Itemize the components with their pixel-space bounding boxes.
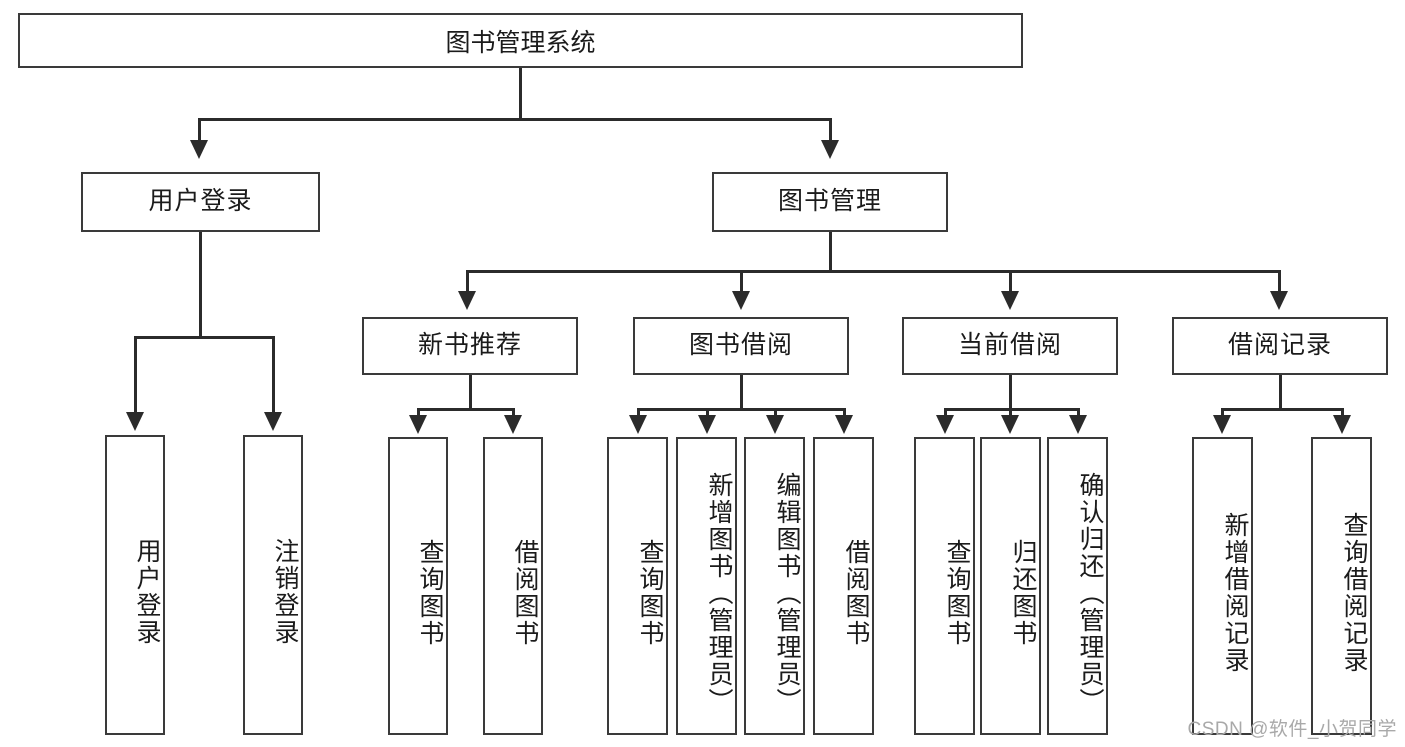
connector-record-drop-1 <box>1221 408 1224 418</box>
node-label: 确认归还（管理员） <box>1076 471 1104 715</box>
connector-recommend-bar <box>417 408 513 411</box>
node-label: 借阅图书 <box>842 539 870 647</box>
node-label: 图书借阅 <box>688 331 793 360</box>
node-label: 借阅记录 <box>1227 331 1332 360</box>
leaf-current-confirm-return-admin[interactable]: 确认归还（管理员） <box>1047 437 1108 735</box>
arrow-borrow-leaf-3 <box>766 415 784 434</box>
connector-login-bar <box>134 336 274 339</box>
node-label: 借阅图书 <box>511 539 539 647</box>
connector-manage-drop-1 <box>466 270 469 294</box>
leaf-borrow-query-book[interactable]: 查询图书 <box>607 437 668 735</box>
connector-borrow-drop-3 <box>774 408 777 418</box>
connector-manage-stem <box>829 232 832 270</box>
node-current-borrow[interactable]: 当前借阅 <box>902 317 1118 375</box>
leaf-borrow-borrow-book[interactable]: 借阅图书 <box>813 437 874 735</box>
node-label: 图书管理系统 <box>445 28 596 57</box>
node-label: 注销登录 <box>271 538 299 646</box>
connector-login-stem <box>199 232 202 336</box>
node-label: 图书管理 <box>777 187 882 216</box>
arrow-login-leaf-2 <box>264 412 282 431</box>
node-book-management[interactable]: 图书管理 <box>712 172 948 232</box>
connector-borrow-drop-1 <box>637 408 640 418</box>
arrow-borrow-leaf-4 <box>835 415 853 434</box>
leaf-recommend-query-book[interactable]: 查询图书 <box>388 437 448 735</box>
arrow-recommend-leaf-1 <box>409 415 427 434</box>
leaf-borrow-add-book-admin[interactable]: 新增图书（管理员） <box>676 437 737 735</box>
connector-borrow-bar <box>637 408 844 411</box>
node-label: 新书推荐 <box>417 331 522 360</box>
node-root-system[interactable]: 图书管理系统 <box>18 13 1023 68</box>
node-user-login[interactable]: 用户登录 <box>81 172 320 232</box>
arrow-borrow-leaf-2 <box>698 415 716 434</box>
node-label: 归还图书 <box>1009 539 1037 647</box>
connector-current-drop-3 <box>1077 408 1080 418</box>
node-label: 用户登录 <box>148 187 253 216</box>
node-borrow-record[interactable]: 借阅记录 <box>1172 317 1388 375</box>
leaf-current-return-book[interactable]: 归还图书 <box>980 437 1041 735</box>
arrow-manage-branch-4 <box>1270 291 1288 310</box>
node-new-book-recommend[interactable]: 新书推荐 <box>362 317 578 375</box>
arrow-root-to-login <box>190 140 208 159</box>
connector-login-drop-1 <box>134 336 137 416</box>
node-label: 新增图书（管理员） <box>705 471 733 715</box>
connector-recommend-drop-2 <box>512 408 515 418</box>
arrow-manage-branch-3 <box>1001 291 1019 310</box>
connector-root-stem <box>519 68 522 118</box>
node-label: 新增借阅记录 <box>1221 512 1249 674</box>
connector-manage-drop-2 <box>740 270 743 294</box>
leaf-recommend-borrow-book[interactable]: 借阅图书 <box>483 437 543 735</box>
connector-login-drop-2 <box>272 336 275 416</box>
connector-root-to-manage <box>829 118 832 143</box>
node-book-borrow[interactable]: 图书借阅 <box>633 317 849 375</box>
arrow-recommend-leaf-2 <box>504 415 522 434</box>
node-label: 当前借阅 <box>957 331 1062 360</box>
connector-current-bar <box>944 408 1079 411</box>
arrow-manage-branch-2 <box>732 291 750 310</box>
arrow-root-to-manage <box>821 140 839 159</box>
leaf-user-login[interactable]: 用户登录 <box>105 435 165 735</box>
connector-record-stem <box>1279 375 1282 408</box>
csdn-watermark: CSDN @软件_小贺同学 <box>1187 719 1397 740</box>
arrow-manage-branch-1 <box>458 291 476 310</box>
leaf-current-query-book[interactable]: 查询图书 <box>914 437 975 735</box>
connector-current-drop-1 <box>944 408 947 418</box>
arrow-current-leaf-1 <box>936 415 954 434</box>
connector-recommend-stem <box>469 375 472 408</box>
leaf-record-add-record[interactable]: 新增借阅记录 <box>1192 437 1253 735</box>
connector-root-to-login <box>198 118 201 143</box>
arrow-current-leaf-3 <box>1069 415 1087 434</box>
node-label: 查询图书 <box>636 539 664 647</box>
arrow-current-leaf-2 <box>1001 415 1019 434</box>
connector-manage-drop-3 <box>1009 270 1012 294</box>
connector-current-drop-2 <box>1009 408 1012 418</box>
connector-borrow-drop-4 <box>843 408 846 418</box>
connector-root-bar <box>198 118 831 121</box>
connector-manage-drop-4 <box>1278 270 1281 294</box>
connector-borrow-drop-2 <box>706 408 709 418</box>
node-label: 用户登录 <box>133 538 161 646</box>
connector-current-stem <box>1009 375 1012 408</box>
connector-record-bar <box>1221 408 1342 411</box>
arrow-record-leaf-2 <box>1333 415 1351 434</box>
arrow-borrow-leaf-1 <box>629 415 647 434</box>
connector-manage-bar <box>466 270 1278 273</box>
arrow-login-leaf-1 <box>126 412 144 431</box>
node-label: 查询图书 <box>416 539 444 647</box>
connector-borrow-stem <box>740 375 743 408</box>
connector-record-drop-2 <box>1341 408 1344 418</box>
node-label: 查询借阅记录 <box>1340 512 1368 674</box>
leaf-record-query-record[interactable]: 查询借阅记录 <box>1311 437 1372 735</box>
arrow-record-leaf-1 <box>1213 415 1231 434</box>
leaf-logout-login[interactable]: 注销登录 <box>243 435 303 735</box>
connector-recommend-drop-1 <box>417 408 420 418</box>
node-label: 查询图书 <box>943 539 971 647</box>
node-label: 编辑图书（管理员） <box>773 471 801 715</box>
leaf-borrow-edit-book-admin[interactable]: 编辑图书（管理员） <box>744 437 805 735</box>
